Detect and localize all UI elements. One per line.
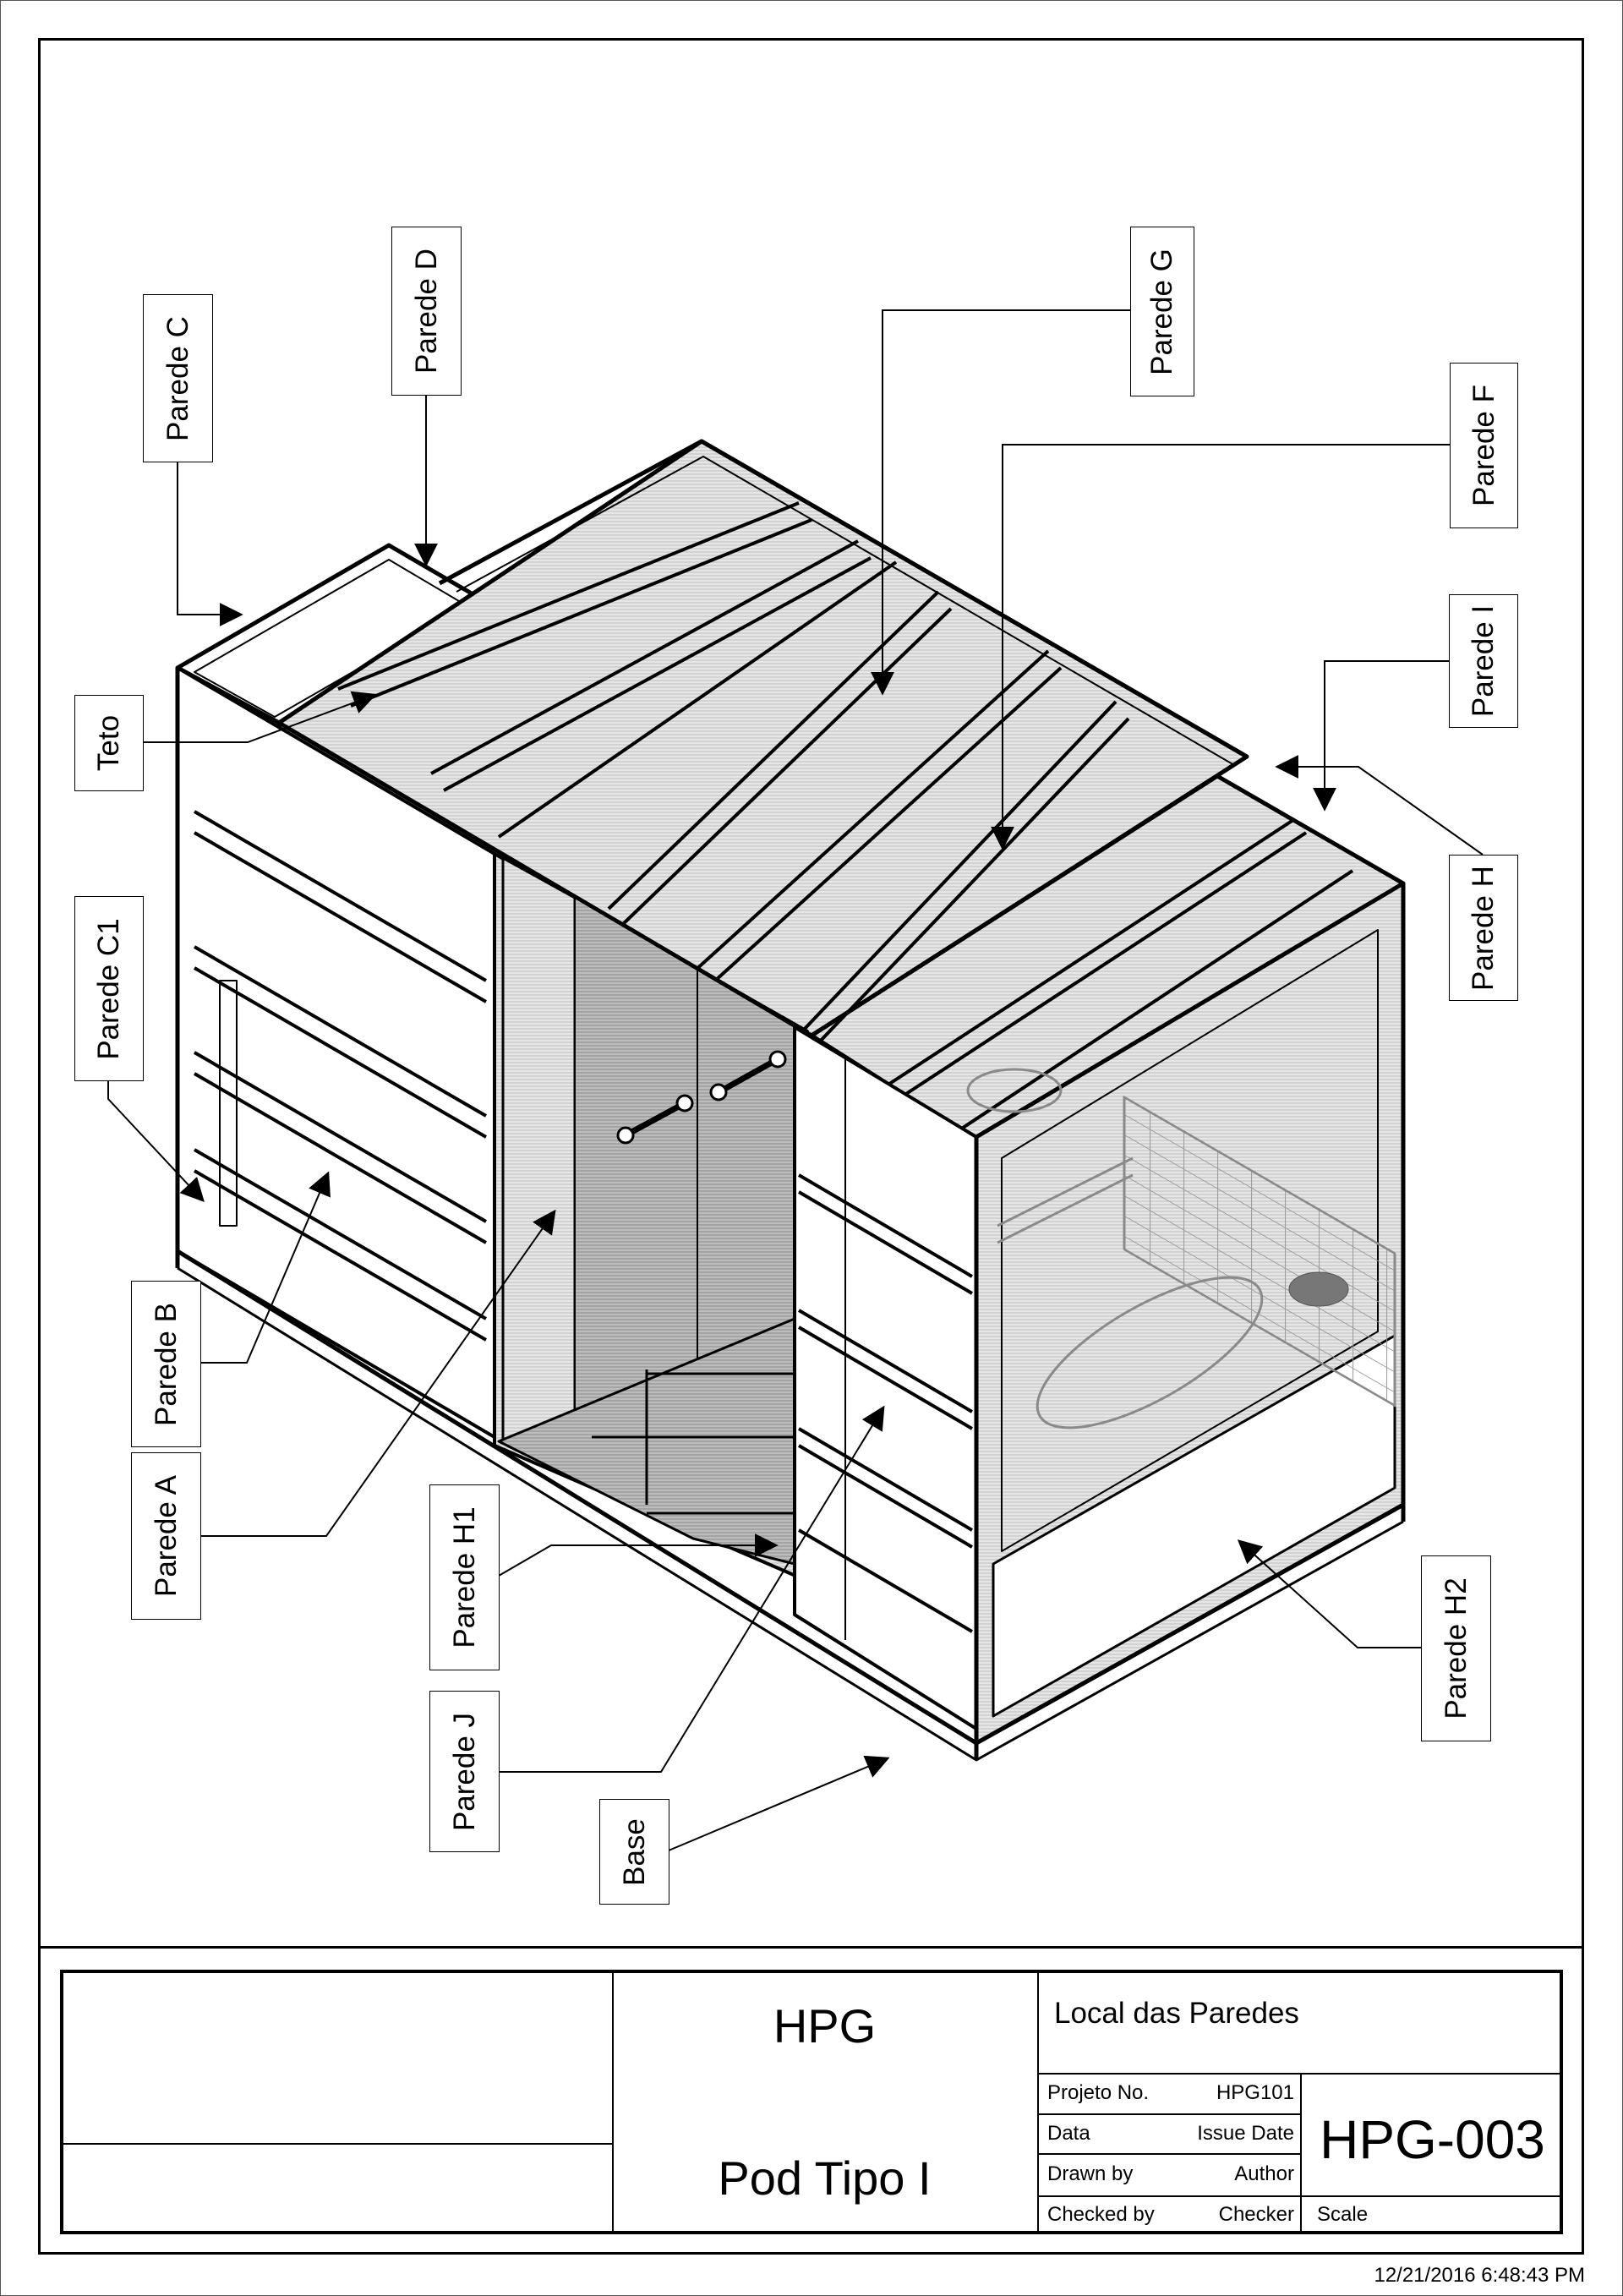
field-label-drawn-by: Drawn by <box>1047 2162 1134 2185</box>
callout-label: Parede H1 <box>447 1506 481 1648</box>
callout-parede-h2: Parede H2 <box>1421 1555 1491 1741</box>
callout-parede-c: Parede C <box>143 294 213 462</box>
callout-label: Parede D <box>409 249 443 374</box>
callout-label: Teto <box>92 714 125 772</box>
callout-parede-c1: Parede C1 <box>74 896 144 1081</box>
callout-label: Parede B <box>149 1302 183 1426</box>
tb-divider <box>1037 1973 1039 2231</box>
callout-label: Parede A <box>149 1475 183 1597</box>
callout-parede-h: Parede H <box>1449 855 1518 1001</box>
tb-divider <box>63 2143 612 2145</box>
tb-divider <box>1300 2073 1302 2231</box>
drawing-frame <box>38 38 1584 2255</box>
field-value-checked-by: Checker <box>1218 2203 1294 2226</box>
company-name: HPG <box>773 1999 877 2053</box>
tb-divider <box>1037 2073 1563 2075</box>
callout-label: Parede H <box>1467 865 1500 991</box>
field-value-projeto: HPG101 <box>1216 2081 1294 2104</box>
title-block: HPG Pod Tipo I Local das Paredes Projeto… <box>60 1970 1563 2234</box>
field-value-data: Issue Date <box>1197 2122 1294 2145</box>
callout-parede-i: Parede I <box>1449 594 1518 728</box>
field-label-data: Data <box>1047 2122 1090 2145</box>
callout-parede-d: Parede D <box>391 227 462 396</box>
callout-label: Parede F <box>1467 385 1500 506</box>
sheet-title: Local das Paredes <box>1054 1997 1299 2030</box>
field-label-projeto: Projeto No. <box>1047 2081 1150 2104</box>
callout-teto: Teto <box>74 695 144 791</box>
sheet-number: HPG-003 <box>1320 2109 1545 2170</box>
field-value-drawn-by: Author <box>1234 2162 1294 2185</box>
tb-divider <box>1037 2153 1300 2155</box>
frame-title-separator <box>38 1946 1584 1949</box>
callout-label: Parede I <box>1467 604 1500 718</box>
field-label-checked-by: Checked by <box>1047 2203 1155 2226</box>
callout-parede-g: Parede G <box>1130 227 1194 396</box>
callout-label: Parede C1 <box>92 917 125 1060</box>
callout-parede-h1: Parede H1 <box>429 1484 500 1670</box>
project-name: Pod Tipo I <box>718 2151 932 2205</box>
callout-label: Base <box>617 1818 651 1886</box>
leader-lines <box>107 309 1484 1851</box>
plot-timestamp: 12/21/2016 6:48:43 PM <box>1374 2264 1585 2287</box>
callout-parede-f: Parede F <box>1450 363 1518 528</box>
callout-label: Parede H2 <box>1439 1577 1473 1719</box>
scale-label: Scale <box>1317 2203 1369 2226</box>
pod-structure <box>175 439 1406 1762</box>
tb-divider <box>1037 2113 1300 2115</box>
callout-parede-a: Parede A <box>131 1452 201 1620</box>
callout-label: Parede J <box>447 1712 481 1831</box>
callout-label: Parede G <box>1145 248 1178 375</box>
tb-divider <box>1037 2195 1563 2197</box>
callout-parede-b: Parede B <box>131 1281 201 1447</box>
callout-base: Base <box>599 1799 669 1905</box>
callout-parede-j: Parede J <box>429 1691 500 1852</box>
callout-label: Parede C <box>161 315 194 441</box>
tb-divider <box>612 1973 614 2231</box>
